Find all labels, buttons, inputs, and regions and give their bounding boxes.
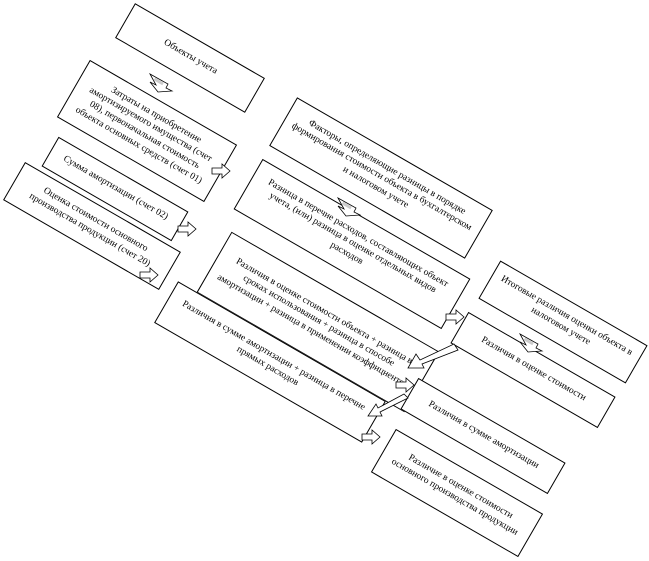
arrow-right-icon xyxy=(361,429,381,445)
arrow-right-icon xyxy=(139,267,159,283)
arrow-right-icon xyxy=(445,309,465,325)
arrow-right-icon xyxy=(177,221,197,237)
arrow-diagonal-icon xyxy=(407,343,459,369)
arrow-diagonal-icon xyxy=(367,393,409,417)
arrow-right-icon xyxy=(395,377,415,393)
arrow-right-icon xyxy=(211,163,231,179)
